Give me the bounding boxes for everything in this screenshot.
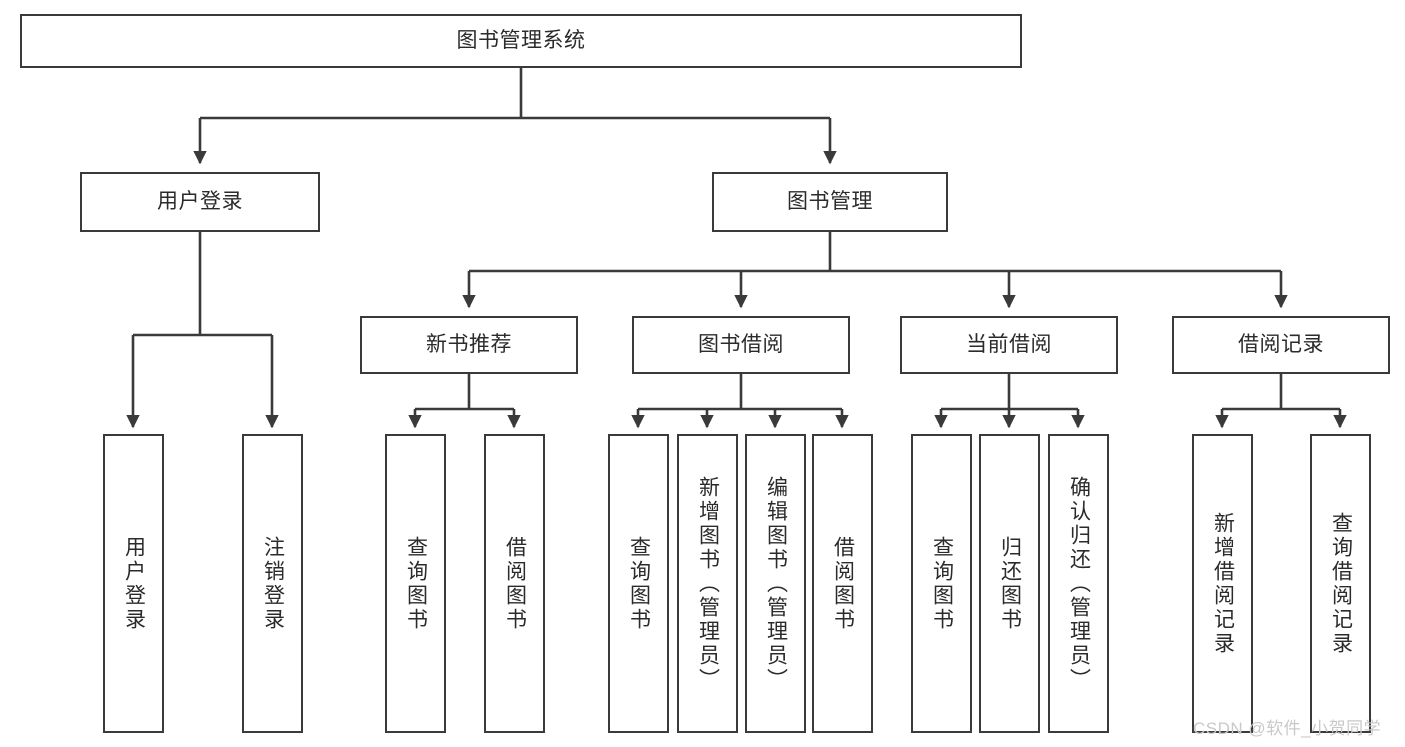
node-user-login-label: 用户登录	[157, 190, 243, 214]
node-leaf-query-record[interactable]: 查询借阅记录	[1310, 434, 1371, 733]
node-leaf-borrow-book-b-label: 借阅图书	[831, 535, 855, 632]
node-leaf-query-book-a[interactable]: 查询图书	[385, 434, 446, 733]
node-root[interactable]: 图书管理系统	[20, 14, 1022, 68]
node-book-borrow-label: 图书借阅	[698, 333, 784, 357]
node-leaf-query-book-c[interactable]: 查询图书	[911, 434, 972, 733]
node-leaf-query-book-b-label: 查询图书	[627, 535, 651, 632]
node-leaf-query-record-label: 查询借阅记录	[1329, 511, 1353, 656]
node-leaf-confirm-return[interactable]: 确认归还（管理员）	[1048, 434, 1109, 733]
node-current-borrow-label: 当前借阅	[966, 333, 1052, 357]
node-new-book-rec[interactable]: 新书推荐	[360, 316, 578, 374]
node-leaf-add-record[interactable]: 新增借阅记录	[1192, 434, 1253, 733]
node-leaf-query-book-a-label: 查询图书	[404, 535, 428, 632]
node-leaf-add-book-label: 新增图书（管理员）	[696, 475, 720, 692]
node-book-manage[interactable]: 图书管理	[712, 172, 948, 232]
node-leaf-borrow-book-a-label: 借阅图书	[503, 535, 527, 632]
node-leaf-borrow-book-b[interactable]: 借阅图书	[812, 434, 873, 733]
node-leaf-return-book[interactable]: 归还图书	[979, 434, 1040, 733]
node-leaf-edit-book-label: 编辑图书（管理员）	[764, 475, 788, 692]
node-book-borrow[interactable]: 图书借阅	[632, 316, 850, 374]
node-root-label: 图书管理系统	[456, 29, 586, 53]
node-leaf-add-book[interactable]: 新增图书（管理员）	[677, 434, 738, 733]
node-leaf-query-book-c-label: 查询图书	[930, 535, 954, 632]
node-leaf-return-book-label: 归还图书	[998, 535, 1022, 632]
node-borrow-record[interactable]: 借阅记录	[1172, 316, 1390, 374]
node-leaf-logout-label: 注销登录	[261, 535, 285, 632]
node-book-manage-label: 图书管理	[787, 190, 873, 214]
node-leaf-query-book-b[interactable]: 查询图书	[608, 434, 669, 733]
node-leaf-user-login[interactable]: 用户登录	[103, 434, 164, 733]
node-leaf-logout[interactable]: 注销登录	[242, 434, 303, 733]
node-leaf-borrow-book-a[interactable]: 借阅图书	[484, 434, 545, 733]
node-new-book-rec-label: 新书推荐	[426, 333, 512, 357]
node-leaf-user-login-label: 用户登录	[122, 535, 146, 632]
node-user-login[interactable]: 用户登录	[80, 172, 320, 232]
node-leaf-add-record-label: 新增借阅记录	[1211, 511, 1235, 656]
node-leaf-edit-book[interactable]: 编辑图书（管理员）	[745, 434, 806, 733]
node-borrow-record-label: 借阅记录	[1238, 333, 1324, 357]
node-leaf-confirm-return-label: 确认归还（管理员）	[1067, 475, 1091, 692]
node-current-borrow[interactable]: 当前借阅	[900, 316, 1118, 374]
